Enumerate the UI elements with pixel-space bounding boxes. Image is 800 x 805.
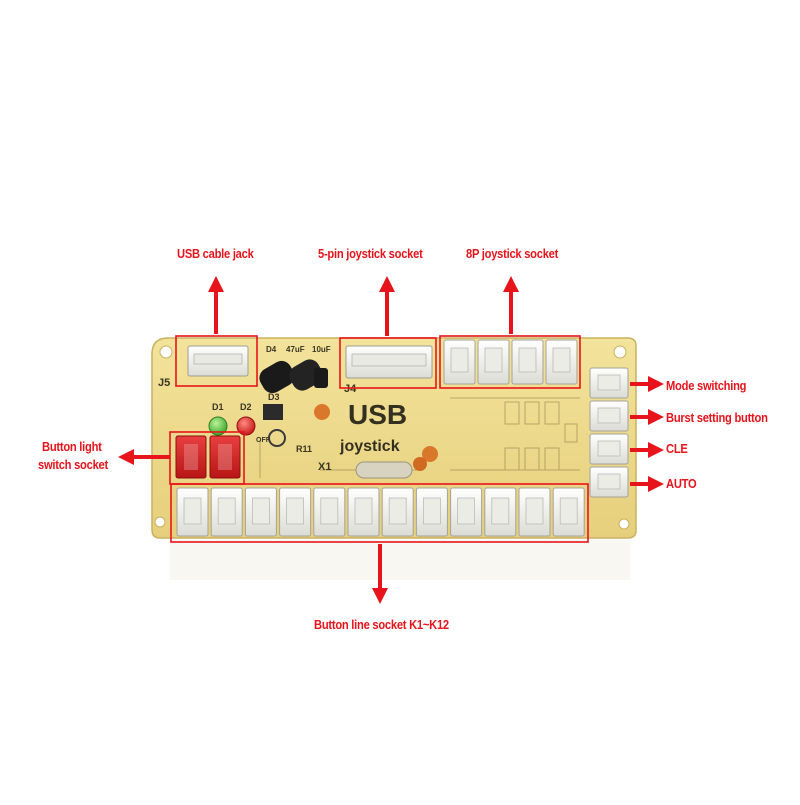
silk-off: OFF [256,437,271,444]
button-light-switch-sockets [175,435,241,479]
arrow-usb-cable-jack [208,276,224,334]
bottom-socket-group [176,487,585,537]
button-socket-slot [457,497,476,525]
button-socket-slot [388,497,407,525]
arrow-button-line-socket [372,544,388,604]
button-socket-slot [525,497,544,525]
function-socket-slot [597,440,621,457]
mount-hole [613,345,627,359]
function-socket-slot [597,473,621,490]
button-socket-slot [320,497,339,525]
led-green [208,416,228,436]
silk-d4: D4 [266,345,277,354]
arrow-button-light-socket [118,449,170,465]
arrow-mode-switching [630,376,664,392]
silk-x1: X1 [318,461,331,473]
arrow-auto [630,476,664,492]
right-socket-group [589,367,629,498]
label-button-light-line2: switch socket [38,457,108,472]
crystal-oscillator [355,461,413,479]
button-socket-slot [422,497,441,525]
silkscreen-decor [259,397,580,478]
label-button-line-socket: Button line socket K1~K12 [314,617,449,632]
box-usb-cable-jack [175,335,258,387]
label-button-light-line1: Button light [42,439,102,454]
button-socket-slot [183,497,202,525]
silk-j5: J5 [158,377,170,389]
button-socket-slot [491,497,510,525]
button-socket-slot [217,497,236,525]
label-five-pin-socket: 5-pin joystick socket [318,246,423,261]
five-pin-joystick-connector [345,345,433,379]
silk-r11: R11 [296,444,312,454]
label-mode-switching: Mode switching [666,378,747,393]
label-auto: AUTO [666,476,697,491]
button-socket-slot [559,497,578,525]
ceramic-capacitor [422,446,438,462]
arrow-cle [630,442,664,458]
arrow-burst-setting [630,409,664,425]
ceramic-capacitor [314,404,330,420]
box-five-pin-socket [339,337,437,389]
box-eight-pin-socket [439,335,581,389]
box-button-line-socket [170,483,589,543]
silk-cap1: 47uF [286,345,305,354]
button-socket-slot [251,497,270,525]
silk-j4: J4 [344,383,357,395]
board-reflection [170,540,630,580]
mount-hole [618,518,630,530]
capacitor-pair [259,359,328,394]
ceramic-capacitor [413,457,427,471]
label-cle: CLE [666,441,688,456]
silk-d1: D1 [212,402,224,412]
label-eight-pin-socket: 8P joystick socket [466,246,559,261]
function-socket-slot [597,407,621,424]
function-socket-slot [597,374,621,391]
joystick-socket-slot [450,347,469,373]
eight-pin-socket-group [443,339,578,385]
switch-component [263,404,283,420]
joystick-socket-slot [518,347,537,373]
led-red [236,416,256,436]
board-title-joystick: joystick [339,438,400,455]
arrow-eight-pin-socket [503,276,519,334]
joystick-socket-slot [484,347,503,373]
mount-hole [154,516,166,528]
button-socket-slot [354,497,373,525]
label-usb-cable-jack: USB cable jack [177,246,254,261]
mount-hole [159,345,173,359]
silk-cap2: 10uF [312,345,331,354]
annotation-arrows [118,276,664,604]
arrow-five-pin-socket [379,276,395,336]
joystick-socket-slot [552,347,571,373]
silk-d2: D2 [240,402,252,412]
silk-d3: D3 [268,392,280,402]
button-socket-slot [286,497,305,525]
annotation-boxes [169,335,589,543]
usb-cable-jack-connector [187,345,249,377]
label-burst-setting: Burst setting button [666,410,768,425]
trim-knob [268,429,286,447]
board-title-usb: USB [348,399,407,430]
